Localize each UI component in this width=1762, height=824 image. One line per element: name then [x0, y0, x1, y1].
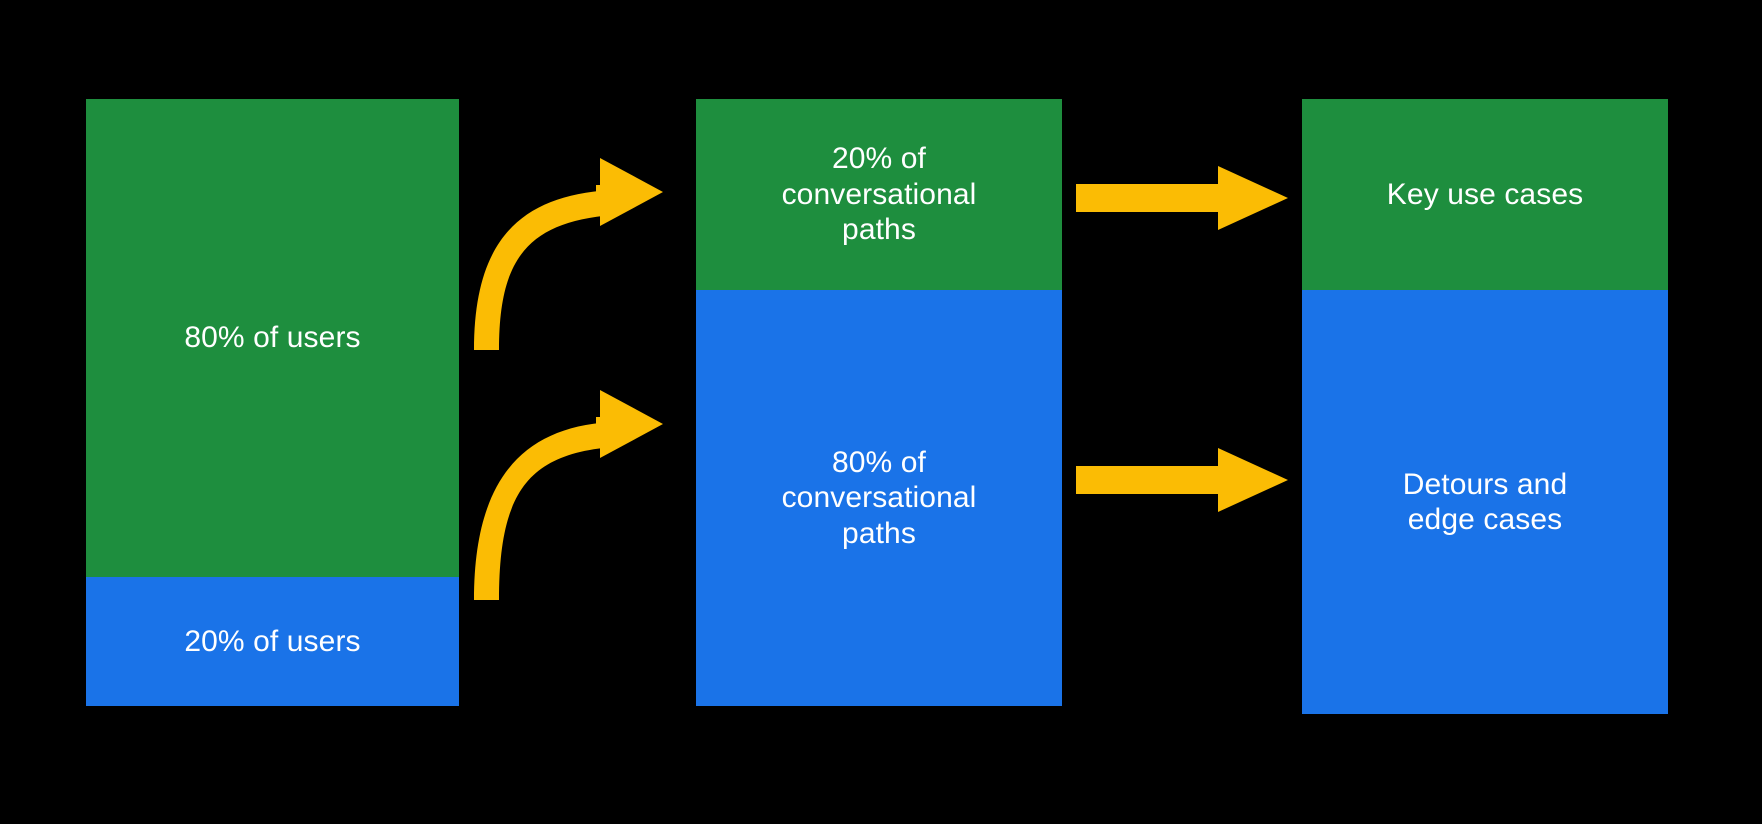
segment-paths-majority-label: 80% of conversational paths — [781, 445, 977, 550]
segment-paths-majority: 80% of conversational paths — [696, 290, 1062, 706]
segment-users-majority-label: 80% of users — [184, 321, 361, 355]
straight-arrow-paths-to-detours — [1076, 448, 1288, 512]
segment-users-minority: 20% of users — [86, 577, 459, 706]
segment-paths-minority: 20% of conversational paths — [696, 99, 1062, 290]
column-outcomes: Key use cases Detours and edge cases — [1302, 99, 1668, 714]
curved-arrow-users-to-paths-bottom — [474, 390, 663, 600]
segment-outcome-key-use-cases-label: Key use cases — [1386, 177, 1584, 211]
segment-outcome-detours: Detours and edge cases — [1302, 290, 1668, 714]
segment-users-majority: 80% of users — [86, 99, 459, 577]
straight-arrow-paths-to-key-use-cases — [1076, 166, 1288, 230]
column-users: 80% of users 20% of users — [86, 99, 459, 706]
segment-paths-minority-label: 20% of conversational paths — [781, 142, 977, 247]
segment-outcome-detours-label: Detours and edge cases — [1402, 467, 1568, 536]
curved-arrow-users-to-paths-top — [474, 158, 663, 350]
segment-outcome-key-use-cases: Key use cases — [1302, 99, 1668, 290]
segment-users-minority-label: 20% of users — [184, 624, 361, 658]
column-conversational-paths: 20% of conversational paths 80% of conve… — [696, 99, 1062, 706]
